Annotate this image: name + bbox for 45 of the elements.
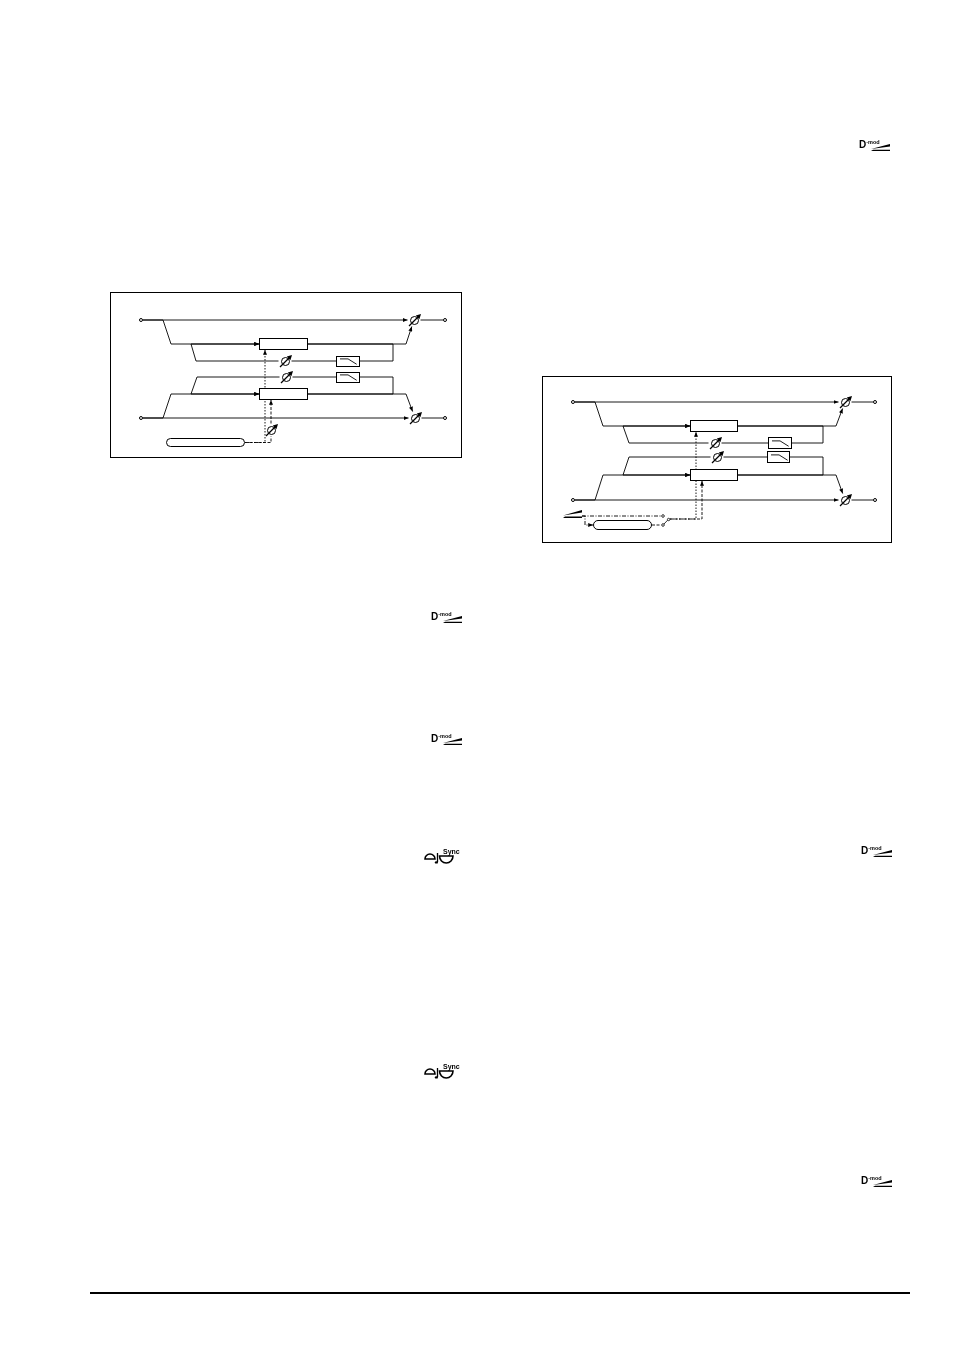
gain-knob: [838, 493, 852, 507]
line: [421, 417, 444, 419]
mod-label: D$^{-mod}$: [431, 612, 452, 622]
process-box: [259, 338, 308, 350]
gain-knob: [708, 436, 722, 450]
rounded-box: [166, 438, 245, 447]
terminal-dot: [571, 400, 575, 404]
wedge-icon: [563, 510, 582, 518]
gain-knob: [264, 423, 278, 437]
line: [292, 376, 337, 378]
gain-knob: [838, 395, 852, 409]
line: [307, 343, 394, 362]
line: [723, 456, 768, 458]
line: [420, 319, 444, 321]
terminal-dot: [571, 498, 575, 502]
gain-knob: [408, 411, 422, 425]
line: [851, 499, 874, 501]
terminal-dot: [139, 416, 143, 420]
line: [721, 442, 769, 444]
process-box: [259, 388, 308, 400]
switch-symbol: [661, 513, 670, 526]
dashed-line: [581, 515, 662, 517]
line: [851, 401, 874, 403]
mod-label: D$^{-mod}$: [859, 140, 880, 150]
terminal-dot: [443, 318, 447, 322]
gain-knob: [278, 354, 292, 368]
gain-knob: [407, 313, 421, 327]
rounded-box: [593, 520, 652, 530]
gain-knob: [279, 370, 293, 384]
terminal-dot: [873, 498, 877, 502]
terminal-dot: [443, 416, 447, 420]
mod-label: D$^{-mod}$: [861, 846, 882, 856]
mod-label: D$^{-mod}$: [861, 1176, 882, 1186]
line: [307, 376, 394, 395]
process-box: [690, 469, 738, 481]
line: [291, 360, 337, 362]
dashed-line: [244, 436, 272, 443]
terminal-dot: [873, 400, 877, 404]
mod-label: D$^{-mod}$: [431, 734, 452, 744]
line: [737, 456, 824, 476]
gain-knob: [710, 450, 724, 464]
terminal-dot: [139, 318, 143, 322]
dashed-line: [651, 524, 662, 526]
line: [737, 425, 824, 444]
process-box: [690, 420, 738, 432]
